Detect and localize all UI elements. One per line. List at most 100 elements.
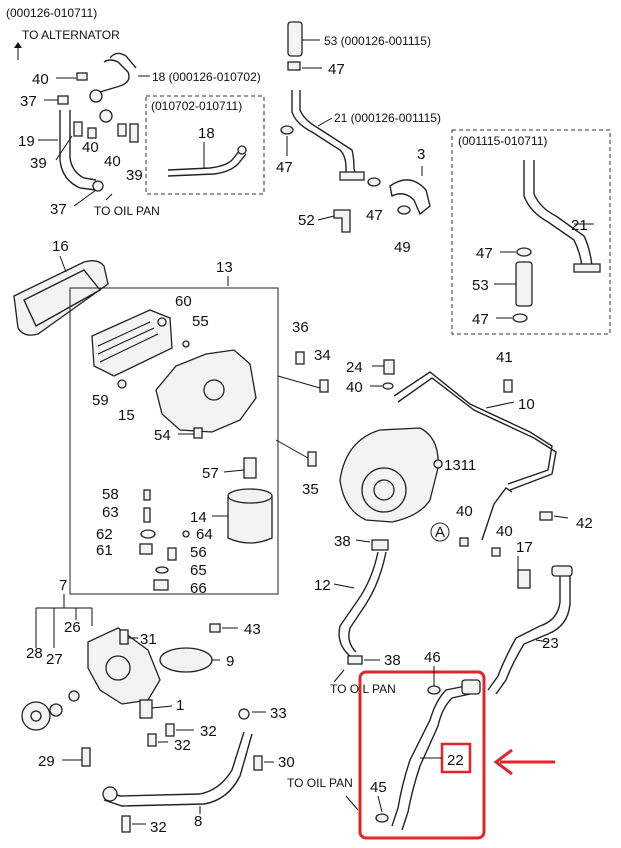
oil-filter-top [227, 488, 273, 504]
plug-66 [153, 579, 169, 591]
callout-18a: 18 (000126-010702) [152, 70, 261, 84]
callout-24: 24 [346, 359, 363, 376]
callout-30: 30 [278, 754, 295, 771]
alternator-oil-line-group: (000126-010711) TO ALTERNATOR 40 37 19 3… [6, 6, 265, 218]
cover-gasket-group: 16 [13, 238, 109, 336]
gear-28-hub [30, 710, 42, 722]
callout-62: 62 [96, 526, 113, 543]
oil-feed-pipe-10 [393, 371, 553, 485]
clamp-47d [516, 247, 532, 257]
arrow-head-up [14, 42, 22, 48]
leader-oil-pan-3 [345, 795, 359, 811]
callout-47c: 47 [366, 207, 383, 224]
washer-37a [57, 95, 69, 105]
hose-23-fitting [551, 565, 573, 577]
range-header-top-left: (000126-010711) [6, 6, 97, 20]
highlighted-part-22-group: 46 22 45 TO OIL PAN [287, 649, 555, 840]
bolt-54 [193, 427, 203, 439]
pump-rotor [105, 655, 131, 681]
fitting-1311 [433, 459, 443, 469]
callout-54: 54 [154, 427, 171, 444]
callout-41: 41 [496, 349, 513, 366]
callout-31: 31 [140, 631, 157, 648]
bracket-1 [139, 699, 153, 719]
leader-57 [223, 469, 245, 473]
nut-43 [209, 623, 221, 633]
pipe-21b-inner [533, 160, 593, 267]
spring-56 [167, 547, 177, 561]
callout-56: 56 [190, 544, 207, 561]
callout-40e: 40 [456, 503, 473, 520]
highlight-box [358, 670, 486, 840]
turbo-oil-feed-group: 24 40 41 10 1311 42 40 A 40 17 38 12 [314, 349, 593, 696]
bolt-17 [517, 569, 531, 589]
callout-53b: 53 [472, 277, 489, 294]
callout-15: 15 [118, 407, 135, 424]
plug-61 [139, 543, 153, 555]
hose-23-inner [495, 574, 571, 695]
nut-26 [68, 690, 80, 702]
oil-pump-group: 7 26 28 27 31 9 43 1 32 32 33 29 [21, 577, 295, 836]
bolt-29 [81, 747, 91, 767]
callout-49: 49 [394, 239, 411, 256]
pipe-18-outer [109, 52, 137, 69]
pipe-21a [291, 90, 347, 178]
callout-40a: 40 [32, 71, 49, 88]
leader-12 [333, 583, 355, 589]
callout-37a: 37 [20, 93, 37, 110]
callout-17: 17 [516, 539, 533, 556]
callout-38b: 38 [384, 652, 401, 669]
hose-3 [389, 179, 431, 216]
callout-36: 36 [292, 319, 309, 336]
callout-a: A [435, 524, 445, 541]
callout-58: 58 [102, 486, 119, 503]
strainer-9 [159, 647, 213, 673]
callout-32a: 32 [200, 723, 217, 740]
pipe-18-upper [99, 59, 130, 93]
hose-23 [487, 574, 561, 691]
oil-cooler-module-group: 13 60 55 59 15 54 57 14 58 63 62 64 61 [69, 259, 331, 597]
cooler-fins [97, 321, 159, 363]
callout-40b: 40 [82, 139, 99, 156]
leader-38a [355, 539, 371, 543]
leader-10 [485, 401, 515, 409]
pipe-21a-bracket [339, 171, 365, 181]
callout-59: 59 [92, 392, 109, 409]
banjo-fitting-2 [99, 109, 113, 123]
hose-19 [59, 110, 97, 191]
turbo-outlet [373, 479, 395, 501]
callout-21a: 21 (000126-001115) [334, 111, 441, 125]
range-header-inset-left: (010702-010711) [151, 99, 242, 113]
pin-58 [143, 489, 151, 501]
callout-1311: 1311 [444, 457, 476, 474]
gasket-16-inner [23, 269, 102, 327]
gasket-33 [238, 708, 250, 720]
callout-28: 28 [26, 645, 43, 662]
callout-12: 12 [314, 577, 331, 594]
washer-27 [49, 703, 63, 717]
bolt-41 [503, 379, 513, 393]
range-header-inset-right: (001115-010711) [458, 134, 547, 148]
bracket-52 [333, 209, 351, 233]
callout-47d: 47 [476, 245, 493, 262]
callout-32c: 32 [150, 819, 167, 836]
callout-34: 34 [314, 347, 331, 364]
bolt-24 [383, 359, 395, 375]
spring-63 [143, 507, 151, 523]
callout-60: 60 [175, 293, 192, 310]
note-to-oil-pan-3: TO OIL PAN [287, 776, 353, 790]
callout-1: 1 [176, 697, 184, 714]
callout-40d: 40 [346, 379, 363, 396]
clamp-47c [367, 177, 381, 187]
hose-53a [287, 21, 303, 57]
pickup-pipe-8 [103, 731, 245, 797]
callout-35: 35 [302, 481, 319, 498]
callout-26: 26 [64, 619, 81, 636]
pipe-21b [523, 160, 583, 267]
callout-37b: 37 [50, 201, 67, 218]
leader-42 [553, 515, 569, 519]
callout-22: 22 [447, 752, 464, 769]
callout-13: 13 [216, 259, 233, 276]
note-to-alternator: TO ALTERNATOR [22, 28, 120, 42]
